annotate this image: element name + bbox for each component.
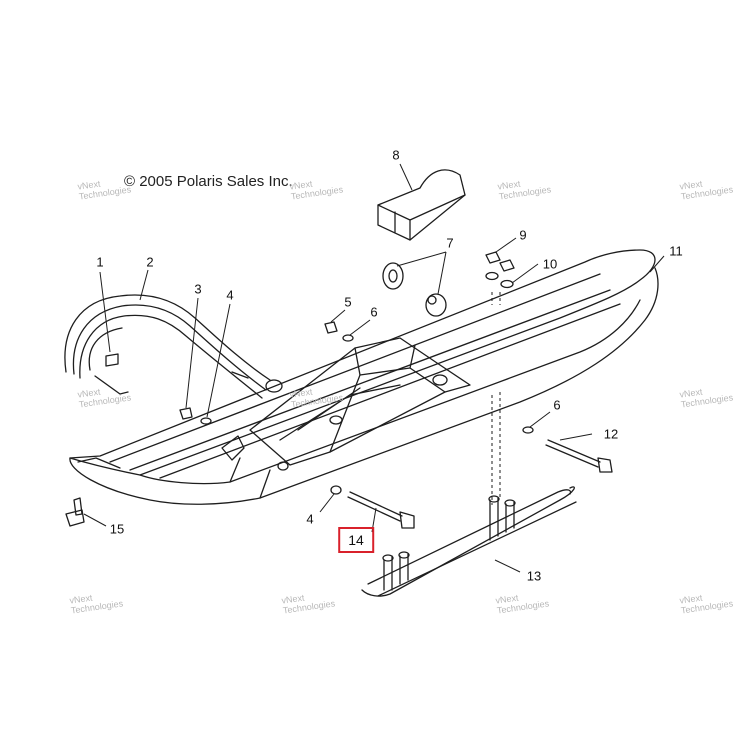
part-7-bushing-b xyxy=(425,293,447,317)
ski-mount xyxy=(221,337,471,471)
callout-7[interactable]: 7 xyxy=(446,235,454,251)
callout-8[interactable]: 8 xyxy=(392,147,400,163)
part-15-bolt xyxy=(65,497,85,527)
part-12-bolt xyxy=(545,439,613,473)
callout-1[interactable]: 1 xyxy=(96,254,104,270)
part-1-tag xyxy=(105,353,119,367)
callout-4-lower[interactable]: 4 xyxy=(306,511,314,527)
part-6-washer-right xyxy=(522,426,534,434)
callout-4-upper[interactable]: 4 xyxy=(226,287,234,303)
ski-handle-loop xyxy=(64,294,283,399)
callout-5[interactable]: 5 xyxy=(344,294,352,310)
callout-15[interactable]: 15 xyxy=(109,521,125,537)
callout-11[interactable]: 11 xyxy=(669,243,683,259)
copyright-notice: © 2005 Polaris Sales Inc. xyxy=(124,173,293,190)
part-10-washer-b xyxy=(500,279,514,289)
callout-2[interactable]: 2 xyxy=(146,254,154,270)
callout-9[interactable]: 9 xyxy=(519,227,527,243)
part-8-pad xyxy=(377,169,466,241)
callout-14-highlighted[interactable]: 14 xyxy=(338,527,374,553)
part-10-washer-a xyxy=(485,271,499,281)
part-7-bushing-a xyxy=(382,262,404,290)
part-5-nut xyxy=(324,321,338,334)
part-3-nut xyxy=(179,407,193,420)
callout-6-upper[interactable]: 6 xyxy=(370,304,378,320)
callout-10[interactable]: 10 xyxy=(542,256,558,272)
part-4-washer-lower xyxy=(330,485,342,495)
part-9-nut-a xyxy=(485,251,501,264)
ski-body xyxy=(69,249,659,505)
callout-3[interactable]: 3 xyxy=(194,281,202,297)
part-9-nut-b xyxy=(499,259,515,272)
callout-13[interactable]: 13 xyxy=(526,568,542,584)
part-14-bolt xyxy=(347,491,415,529)
leader-lines xyxy=(83,163,665,573)
part-4-washer-upper xyxy=(200,417,212,425)
callout-6-right[interactable]: 6 xyxy=(553,397,561,413)
part-13-runner xyxy=(361,486,577,597)
part-6-washer-top xyxy=(342,334,354,342)
callout-12[interactable]: 12 xyxy=(603,426,619,442)
